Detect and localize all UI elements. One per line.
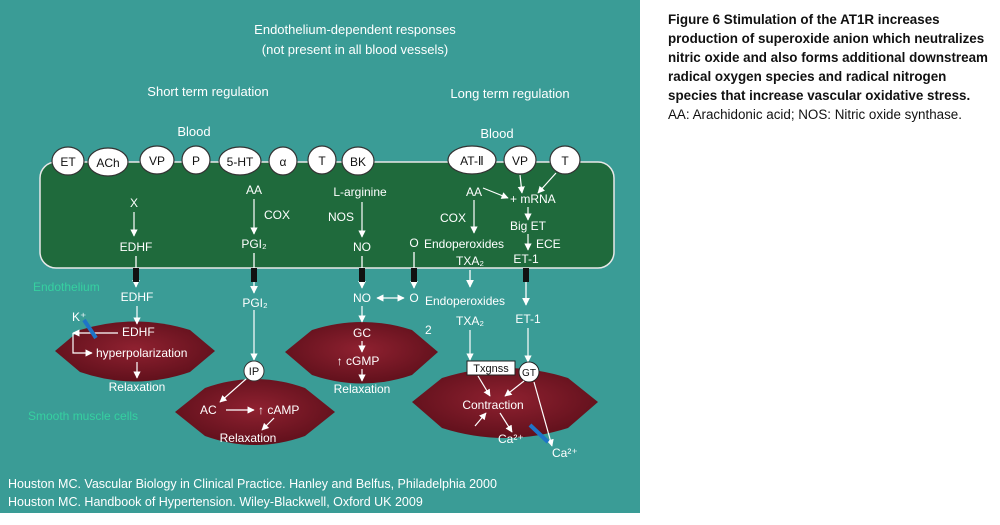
blood-right-label: Blood: [480, 126, 513, 141]
cell1-hyperpolarization: hyperpolarization: [96, 346, 187, 360]
long-term-label: Long term regulation: [450, 86, 569, 101]
blood-left-label: Blood: [177, 124, 210, 139]
header-line1: Endothelium-dependent responses: [254, 22, 456, 37]
receptor-p: P: [192, 154, 200, 168]
endo-pgi2: PGI₂: [241, 237, 267, 251]
endothelium-arrows: [130, 172, 557, 251]
endo-endoperoxides: Endoperoxides: [424, 237, 504, 251]
endo-nos: NOS: [328, 210, 354, 224]
cell4-ca-inside: Ca²⁺: [498, 432, 524, 446]
receptor-vp: VP: [149, 154, 165, 168]
receptors-left: ET ACh VP P 5-HT α T BK: [51, 145, 375, 177]
smooth-muscle-cell-3: [285, 322, 438, 384]
endo-l-arginine: L-arginine: [333, 185, 387, 199]
header-line2: (not present in all blood vessels): [262, 42, 448, 57]
cell2-ip: IP: [249, 366, 259, 378]
smooth-muscle-cell-4: [412, 368, 598, 438]
cell4-channel: [528, 423, 550, 444]
endo-aa: AA: [246, 183, 262, 197]
receptor-alpha: α: [280, 155, 287, 169]
inter-et1: ET-1: [515, 312, 541, 326]
label-smooth-muscle: Smooth muscle cells: [28, 409, 138, 423]
cell4-gt-receptor: [518, 361, 540, 383]
receptor-t: T: [318, 154, 326, 168]
inter-txa2: TXA₂: [456, 314, 484, 328]
cell4-txgnss-box: [466, 360, 516, 376]
cell3-gc: GC: [353, 326, 371, 340]
cell4-arrows: [474, 375, 554, 447]
caption-bold: Figure 6 Stimulation of the AT1R increas…: [668, 12, 988, 103]
pathway-diagram: Endothelium-dependent responses (not pre…: [0, 0, 640, 513]
endo-o: O: [409, 236, 418, 250]
cell2-ip-receptor: [243, 360, 265, 382]
figure-caption: Figure 6 Stimulation of the AT1R increas…: [668, 10, 990, 124]
endo-cox-right: COX: [440, 211, 466, 225]
cell1-k: K⁺: [72, 310, 86, 324]
cell1-edhf: EDHF: [122, 325, 155, 339]
cell4-contraction: Contraction: [462, 398, 523, 412]
cell4-txgnss: Txgnss: [473, 363, 509, 375]
short-term-label: Short term regulation: [147, 84, 268, 99]
receptor-5ht: 5-HT: [227, 155, 254, 169]
inter-edhf: EDHF: [121, 290, 154, 304]
receptor-bk: BK: [350, 155, 366, 169]
inter-pgi2: PGI₂: [242, 296, 268, 310]
receptor-vp-right: VP: [512, 154, 528, 168]
receptor-t-right: T: [561, 154, 569, 168]
cell1-relaxation: Relaxation: [109, 380, 166, 394]
cell4-gt: GT: [522, 368, 536, 379]
inter-no: NO: [353, 291, 371, 305]
label-endothelium: Endothelium: [33, 280, 100, 294]
endo-et1: ET-1: [513, 252, 539, 266]
cell2-camp: ↑ cAMP: [258, 403, 299, 417]
cell2-arrows: [219, 378, 275, 431]
inter-endoperoxides: Endoperoxides: [425, 294, 505, 308]
cell2-ac: AC: [200, 403, 217, 417]
cell3-relaxation: Relaxation: [334, 382, 391, 396]
cell1-arrows: [72, 306, 141, 379]
cell4-ca-outside: Ca²⁺: [552, 446, 578, 460]
endo-edhf: EDHF: [120, 240, 153, 254]
endo-x: X: [130, 196, 138, 210]
cell3-number: 2: [425, 323, 432, 337]
cell1-channel: [82, 318, 98, 340]
inter-o: O: [409, 291, 418, 305]
endo-txa2: TXA₂: [456, 254, 484, 268]
receptors-right: AT-Ⅱ VP T: [447, 145, 581, 175]
reference-2: Houston MC. Handbook of Hypertension. Wi…: [8, 495, 423, 509]
endo-aa-right: AA: [466, 185, 482, 199]
endo-no: NO: [353, 240, 371, 254]
reference-1: Houston MC. Vascular Biology in Clinical…: [8, 477, 497, 491]
endo-ece: ECE: [536, 237, 561, 251]
receptor-et: ET: [60, 155, 76, 169]
endo-cox: COX: [264, 208, 290, 222]
cell2-relaxation: Relaxation: [220, 431, 277, 445]
caption-normal: AA: Arachidonic acid; NOS: Nitric oxide …: [668, 107, 962, 122]
membrane-channels: [133, 268, 529, 282]
receptor-at2: AT-Ⅱ: [460, 154, 484, 168]
smooth-muscle-cell-2: [175, 379, 335, 445]
cell3-cgmp: ↑ cGMP: [337, 354, 380, 368]
receptor-ach: ACh: [96, 156, 119, 170]
endo-mrna: + mRNA: [510, 192, 556, 206]
endo-big-et: Big ET: [510, 219, 547, 233]
